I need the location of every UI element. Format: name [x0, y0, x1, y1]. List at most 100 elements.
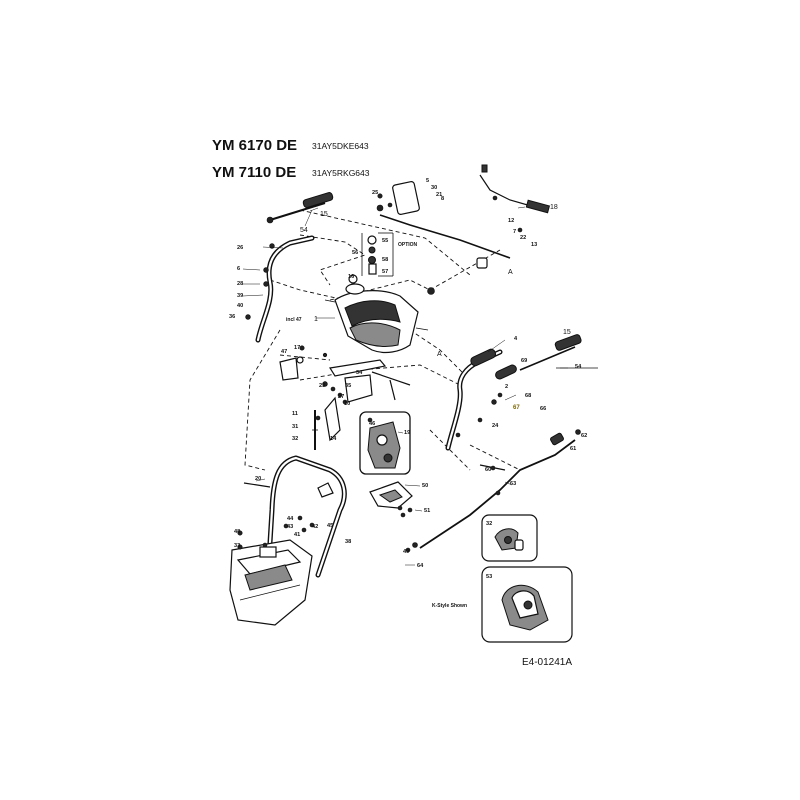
left-upper-handle [245, 235, 315, 343]
callout-27: 27 [338, 394, 344, 400]
callout-48: 48 [234, 529, 240, 535]
model-code-2: 31AY5RKG643 [312, 168, 370, 178]
callout-54: 54 [300, 227, 308, 234]
callout-66: 66 [540, 406, 546, 412]
model-header: YM 6170 DE 31AY5DKE643 YM 7110 DE 31AY5R… [212, 137, 370, 181]
chute-crank-bracket [392, 180, 420, 216]
callout-68: 68 [525, 393, 531, 399]
callout-42: 42 [312, 524, 318, 530]
callout-46: 46 [369, 421, 375, 427]
callout-49: 49 [403, 549, 409, 555]
callout-21: 21 [436, 192, 442, 198]
callout-22: 22 [520, 235, 526, 241]
callout-32: 32 [292, 436, 298, 442]
callout-57: 57 [382, 269, 388, 275]
callout-25: 25 [372, 190, 378, 196]
callout-50: 50 [422, 483, 428, 489]
callout-60: 60 [485, 467, 491, 473]
callout-58: 58 [382, 257, 388, 263]
callout-56: 56 [352, 250, 358, 256]
marker-a-top: A [508, 269, 513, 276]
callout-54-right: 54 [575, 364, 582, 370]
leader-lines [242, 206, 568, 566]
callout-31: 31 [292, 424, 298, 430]
model-name-1: YM 6170 DE [212, 137, 297, 154]
callout-labels: 25 5 30 21 15 54 18 22 7 13 55 56 58 57 … [229, 178, 587, 580]
marker-a-mid: A [437, 351, 442, 358]
figure-code: E4-01241A [522, 657, 572, 668]
callout-34: 34 [356, 370, 363, 376]
callout-35: 35 [345, 383, 351, 389]
callout-17: 17 [294, 345, 300, 351]
callout-40: 40 [237, 303, 243, 309]
shift-rod-right [405, 429, 581, 553]
callout-20: 20 [255, 476, 261, 482]
main-housing [229, 530, 313, 626]
handle-grip-69 [495, 364, 517, 380]
callout-53: 53 [486, 574, 492, 580]
cable-end-18 [525, 199, 551, 214]
callout-23: 23 [319, 383, 325, 389]
callout-64: 64 [417, 563, 424, 569]
callout-10: 10 [344, 401, 350, 407]
gear-box [359, 411, 411, 475]
callout-61: 61 [570, 446, 576, 452]
callout-63: 63 [510, 481, 516, 487]
inset-box-32 [481, 514, 538, 562]
cable-clip-top [481, 164, 488, 173]
callout-18: 18 [550, 204, 558, 211]
callout-15: 15 [320, 211, 328, 218]
discharge-chute [324, 274, 435, 354]
callout-8: 8 [441, 196, 444, 202]
option-hardware: OPTION [361, 232, 418, 277]
top-control-rod [376, 164, 551, 269]
rod-end-61 [550, 432, 564, 446]
callout-6: 6 [237, 266, 240, 272]
callout-4: 4 [514, 336, 518, 342]
callout-67: 67 [513, 405, 520, 411]
callout-28: 28 [237, 281, 243, 287]
shift-linkage [312, 359, 411, 450]
rod-coupler-13 [476, 257, 488, 269]
lower-bracket [369, 481, 413, 518]
callout-12: 12 [508, 218, 514, 224]
callout-33: 33 [234, 543, 240, 549]
lower-handle-frame [243, 455, 347, 578]
lever-grip-15-right [554, 334, 582, 351]
callout-43: 43 [287, 524, 293, 530]
option-label: OPTION [398, 242, 418, 248]
callout-13: 13 [531, 242, 537, 248]
callout-69: 69 [521, 358, 527, 364]
incl47-label: incl 47 [286, 317, 302, 323]
callout-44: 44 [287, 516, 294, 522]
small-parts-left [279, 345, 328, 381]
callout-62: 62 [581, 433, 587, 439]
callout-47: 47 [281, 349, 287, 355]
callout-15-right: 15 [563, 329, 571, 336]
callout-51: 51 [424, 508, 430, 514]
callout-24: 24 [492, 423, 499, 429]
callout-19: 19 [404, 430, 410, 436]
callout-39: 39 [237, 293, 243, 299]
callout-16: 16 [348, 274, 354, 280]
callout-55: 55 [382, 238, 388, 244]
callout-2: 2 [505, 384, 508, 390]
kstyle-label: K-Style Shown [432, 603, 467, 609]
right-upper-handle [445, 334, 598, 451]
callout-41: 41 [294, 532, 300, 538]
callout-36: 36 [229, 314, 235, 320]
callout-1: 1 [314, 316, 318, 323]
callout-45: 45 [327, 523, 333, 529]
inset-box-53: K-Style Shown [432, 566, 573, 643]
callout-26: 26 [237, 245, 243, 251]
lever-grip-15 [302, 192, 334, 208]
callout-7: 7 [513, 229, 516, 235]
left-shift-lever [266, 192, 334, 224]
callout-32-inset: 32 [486, 521, 492, 527]
assembly-dash-lines [244, 209, 521, 471]
handle-grip-4 [470, 348, 497, 367]
callout-30: 30 [431, 185, 437, 191]
model-name-2: YM 7110 DE [212, 164, 296, 181]
model-code-1: 31AY5DKE643 [312, 141, 369, 151]
